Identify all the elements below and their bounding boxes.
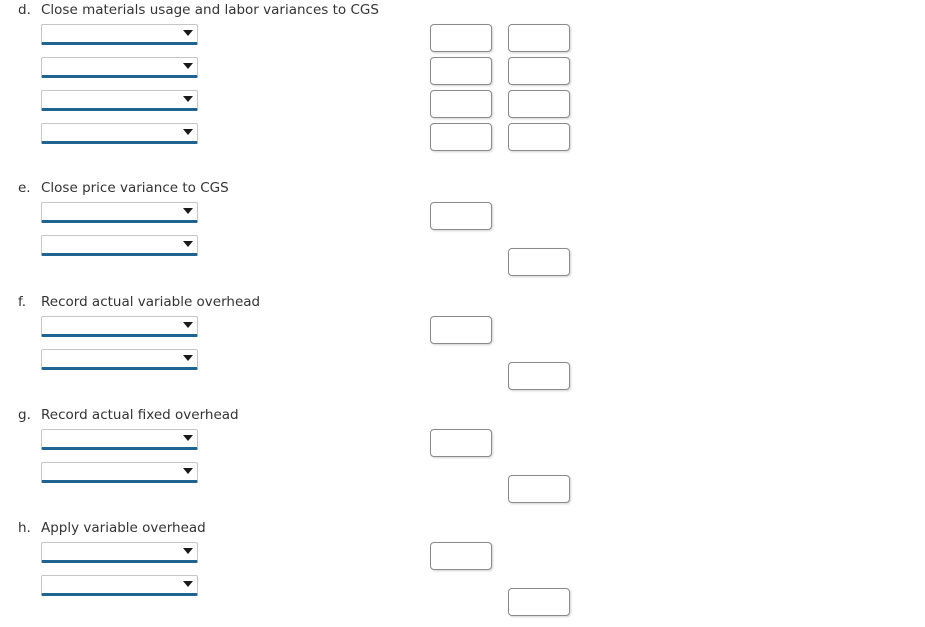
entry-row (0, 57, 925, 90)
entry-row (0, 542, 925, 575)
debit-amount-value (431, 203, 491, 208)
debit-amount-value (431, 124, 491, 129)
credit-amount-input[interactable] (508, 248, 570, 276)
caret-down-icon (183, 241, 193, 247)
caret-down-icon (183, 581, 193, 587)
entry-row (0, 24, 925, 57)
debit-amount-input[interactable] (430, 202, 492, 230)
credit-amount-value (509, 91, 569, 96)
credit-amount-input[interactable] (508, 90, 570, 118)
debit-amount-input[interactable] (430, 24, 492, 52)
section-d: d. Close materials usage and labor varian… (0, 0, 925, 151)
entry-row (0, 123, 925, 156)
debit-amount-value (431, 58, 491, 63)
caret-down-icon (183, 30, 193, 36)
account-select[interactable] (41, 542, 198, 563)
credit-amount-value (509, 124, 569, 129)
debit-amount-value (431, 430, 491, 435)
section-letter: g. (18, 407, 31, 423)
debit-amount-input[interactable] (430, 123, 492, 151)
account-select[interactable] (41, 316, 198, 337)
debit-amount-value (431, 25, 491, 30)
section-f: f. Record actual variable overhead (0, 292, 925, 390)
account-select[interactable] (41, 90, 198, 111)
debit-amount-input[interactable] (430, 57, 492, 85)
account-select[interactable] (41, 57, 198, 78)
credit-amount-input[interactable] (508, 588, 570, 616)
section-e: e. Close price variance to CGS (0, 178, 925, 276)
entry-row (0, 90, 925, 123)
caret-down-icon (183, 435, 193, 441)
debit-amount-input[interactable] (430, 316, 492, 344)
section-letter: h. (18, 520, 31, 536)
caret-down-icon (183, 63, 193, 69)
section-title: Record actual variable overhead (41, 294, 261, 310)
credit-amount-value (509, 589, 569, 594)
credit-amount-value (509, 363, 569, 368)
entry-row (0, 202, 925, 235)
entry-row (0, 349, 925, 390)
caret-down-icon (183, 322, 193, 328)
section-h: h. Apply variable overhead (0, 518, 925, 616)
account-select[interactable] (41, 462, 198, 483)
entry-row (0, 235, 925, 276)
section-header: e. Close price variance to CGS (0, 178, 925, 198)
account-select[interactable] (41, 349, 198, 370)
credit-amount-input[interactable] (508, 123, 570, 151)
debit-amount-input[interactable] (430, 429, 492, 457)
account-select[interactable] (41, 202, 198, 223)
section-title: Record actual fixed overhead (41, 407, 239, 423)
section-header: h. Apply variable overhead (0, 518, 925, 538)
section-title: Close price variance to CGS (41, 180, 229, 196)
debit-amount-input[interactable] (430, 542, 492, 570)
credit-amount-input[interactable] (508, 475, 570, 503)
debit-amount-value (431, 543, 491, 548)
section-header: f. Record actual variable overhead (0, 292, 925, 312)
account-select[interactable] (41, 575, 198, 596)
section-letter: d. (18, 2, 31, 18)
caret-down-icon (183, 208, 193, 214)
section-letter: e. (18, 180, 31, 196)
caret-down-icon (183, 548, 193, 554)
credit-amount-value (509, 58, 569, 63)
entry-row (0, 575, 925, 616)
debit-amount-input[interactable] (430, 90, 492, 118)
debit-amount-value (431, 91, 491, 96)
credit-amount-input[interactable] (508, 24, 570, 52)
credit-amount-value (509, 25, 569, 30)
credit-amount-value (509, 476, 569, 481)
account-select[interactable] (41, 429, 198, 450)
section-header: g. Record actual fixed overhead (0, 405, 925, 425)
entry-row (0, 462, 925, 503)
account-select[interactable] (41, 235, 198, 256)
caret-down-icon (183, 96, 193, 102)
section-g: g. Record actual fixed overhead (0, 405, 925, 503)
credit-amount-value (509, 249, 569, 254)
section-title: Close materials usage and labor variance… (41, 2, 379, 18)
entry-row (0, 429, 925, 462)
section-title: Apply variable overhead (41, 520, 206, 536)
caret-down-icon (183, 129, 193, 135)
debit-amount-value (431, 317, 491, 322)
account-select[interactable] (41, 24, 198, 45)
entry-row (0, 316, 925, 349)
caret-down-icon (183, 355, 193, 361)
section-letter: f. (18, 294, 27, 310)
caret-down-icon (183, 468, 193, 474)
account-select[interactable] (41, 123, 198, 144)
section-header: d. Close materials usage and labor varian… (0, 0, 925, 20)
credit-amount-input[interactable] (508, 362, 570, 390)
credit-amount-input[interactable] (508, 57, 570, 85)
